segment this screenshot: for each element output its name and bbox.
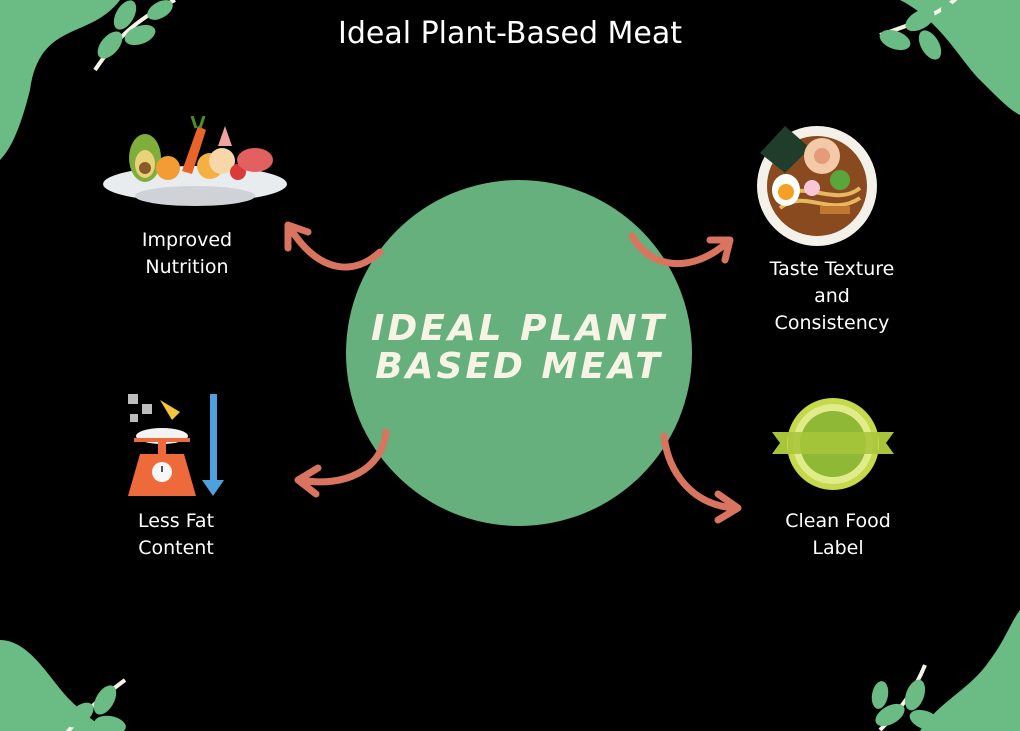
bottom-right-leaf-sprig <box>871 664 941 731</box>
arrow-to-taste <box>628 232 734 268</box>
badge-seal-icon <box>772 398 894 490</box>
arrow-to-clean-label <box>660 432 742 524</box>
node-clean-label-line2: Label <box>812 537 864 559</box>
node-taste-line1: Taste Texture <box>769 258 895 280</box>
node-nutrition-line1: Improved <box>141 229 233 251</box>
arrow-to-fat <box>294 428 390 498</box>
node-nutrition-line2: Nutrition <box>145 256 229 278</box>
diagram-title: Ideal Plant-Based Meat <box>337 16 683 51</box>
center-label-line2: Based Meat <box>375 346 663 387</box>
node-nutrition-label: Improved Nutrition <box>87 227 287 281</box>
node-taste-line2: and <box>814 285 850 307</box>
bottom-left-leaf-sprig <box>65 678 127 731</box>
center-label: Ideal Plant Based Meat <box>346 310 692 386</box>
bottom-left-leaf-blob <box>0 640 110 731</box>
node-fat-line1: Less Fat <box>137 510 215 532</box>
center-label-line1: Ideal Plant <box>370 308 668 349</box>
node-taste-line3: Consistency <box>774 312 890 334</box>
node-fat-line2: Content <box>138 537 214 559</box>
top-left-leaf-sprig <box>93 0 176 72</box>
top-left-leaf-blob <box>0 0 120 160</box>
top-right-leaf-blob <box>900 0 1020 115</box>
food-plate-icon <box>103 116 287 206</box>
bottom-right-leaf-blob <box>920 610 1020 731</box>
node-taste-label: Taste Texture and Consistency <box>732 256 932 337</box>
weighing-scale-icon <box>128 394 224 496</box>
top-right-leaf-sprig <box>879 0 959 60</box>
node-clean-label-line1: Clean Food <box>785 510 891 532</box>
ramen-bowl-icon <box>757 126 877 246</box>
node-clean-label-label: Clean Food Label <box>738 508 938 562</box>
node-fat-label: Less Fat Content <box>76 508 276 562</box>
arrow-to-nutrition <box>284 221 384 271</box>
